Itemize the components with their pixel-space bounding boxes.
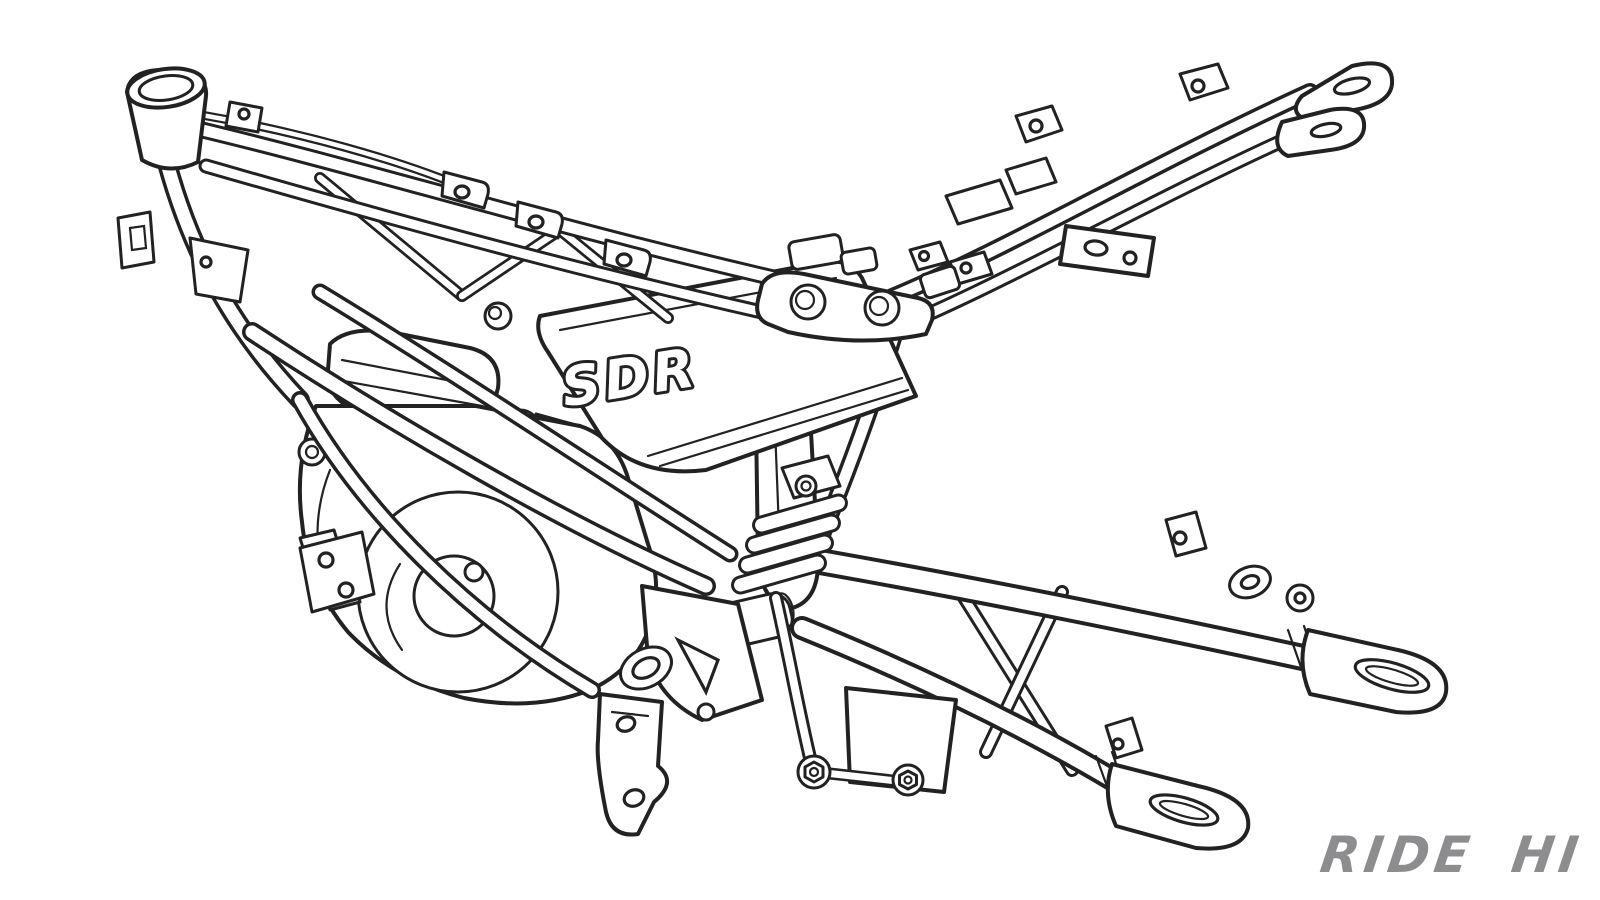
fork-end-upper xyxy=(1300,628,1449,715)
junction-bolt-left xyxy=(789,283,827,321)
spar-tabs xyxy=(224,100,652,278)
linkage-bolt-right xyxy=(891,763,925,797)
subframe-mid-plate xyxy=(1058,224,1156,278)
subframe-tail-brackets xyxy=(1275,61,1395,158)
shock-spring xyxy=(731,493,848,595)
frame-junction xyxy=(755,233,962,343)
front-cradle xyxy=(163,148,730,837)
main-frame-tubes xyxy=(194,100,872,332)
subframe-top-tabs xyxy=(1014,62,1230,144)
ride-hi-watermark: RIDE HI xyxy=(1317,826,1588,884)
steering-head xyxy=(116,66,209,270)
swingarm xyxy=(800,315,1449,851)
rear-subframe xyxy=(872,61,1395,338)
fork-end-lower xyxy=(1105,762,1251,851)
engine-rear-mount xyxy=(619,584,764,722)
head-gusset xyxy=(188,236,250,304)
cradle-bottom-bracket xyxy=(595,692,669,837)
junction-bolt-right xyxy=(863,289,901,327)
suspension-linkage xyxy=(776,598,958,797)
cradle-plate xyxy=(298,530,376,614)
head-side-tab xyxy=(116,210,156,270)
linkage-bolt-left xyxy=(796,754,832,790)
subframe-front-brackets xyxy=(908,156,1058,286)
swingarm-tabs xyxy=(1104,510,1272,760)
